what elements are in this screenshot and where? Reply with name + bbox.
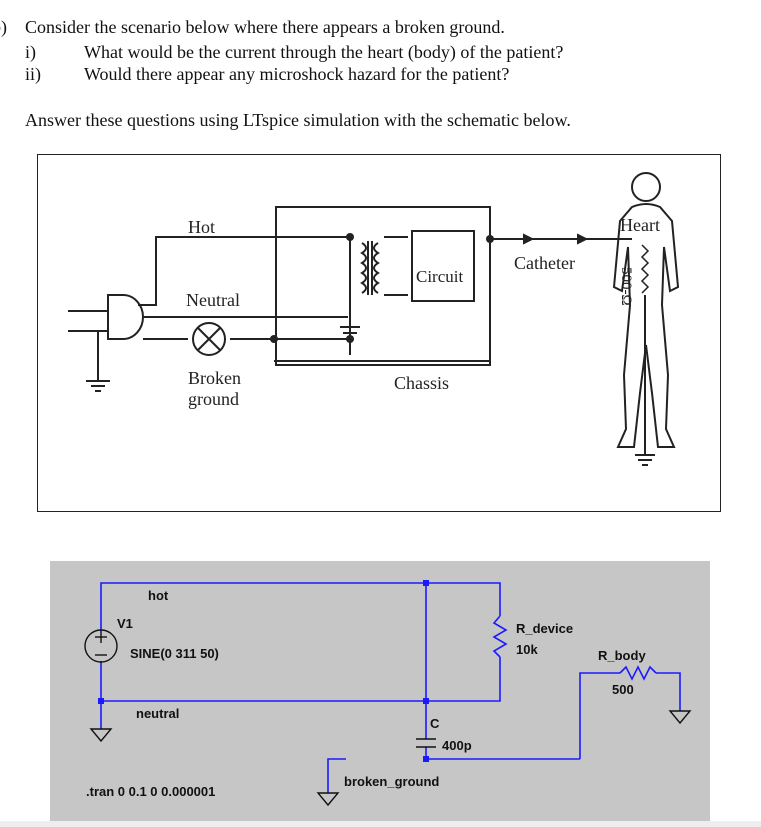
head-icon — [631, 172, 661, 202]
ground-symbol-body — [668, 710, 692, 725]
bottom-edge — [0, 821, 761, 827]
instruction-text: Answer these questions using LTspice sim… — [25, 110, 571, 130]
r-body-name: R_body — [598, 648, 646, 663]
broken-ground-scenario-figure: Hot Neutral Broken ground Circuit Chassi… — [37, 154, 721, 512]
item-1-text: What would be the current through the he… — [84, 42, 564, 62]
question-intro: Consider the scenario below where there … — [25, 17, 505, 37]
item-2-text: Would there appear any microshock hazard… — [84, 64, 510, 84]
item-1-number: i) — [25, 42, 36, 62]
label-neutral: Neutral — [186, 290, 240, 310]
r-device-name: R_device — [516, 621, 574, 636]
cap-value: 400p — [442, 738, 472, 753]
net-label-neutral: neutral — [136, 706, 180, 721]
net-label-broken-ground: broken_ground — [344, 774, 440, 789]
label-resistance: 500-Ω — [618, 267, 634, 306]
cap-name: C — [430, 716, 440, 731]
net-label-hot: hot — [148, 588, 169, 603]
ltspice-schematic: hot V1 SINE(0 311 50) neutral R_device 1… — [50, 561, 710, 821]
plug-icon — [107, 294, 144, 340]
source-name: V1 — [117, 616, 133, 631]
question-prefix: b) — [0, 17, 7, 37]
ground-symbol-broken — [316, 792, 340, 807]
voltage-source-icon — [84, 629, 118, 663]
label-circuit: Circuit — [416, 267, 464, 286]
body-icon — [612, 203, 680, 448]
r-body-value: 500 — [612, 682, 634, 697]
label-ground: ground — [188, 389, 239, 409]
label-heart: Heart — [620, 215, 660, 235]
label-broken: Broken — [188, 368, 241, 388]
label-catheter: Catheter — [514, 253, 575, 273]
source-value: SINE(0 311 50) — [130, 646, 219, 661]
tran-directive: .tran 0 0.1 0 0.000001 — [86, 784, 216, 799]
schematic-wires — [84, 580, 692, 807]
item-2-number: ii) — [25, 64, 41, 84]
r-device-value: 10k — [516, 642, 538, 657]
label-hot: Hot — [188, 217, 215, 237]
label-chassis: Chassis — [394, 373, 450, 393]
scenario-drawing — [68, 172, 680, 466]
ground-symbol-v1 — [89, 728, 113, 743]
